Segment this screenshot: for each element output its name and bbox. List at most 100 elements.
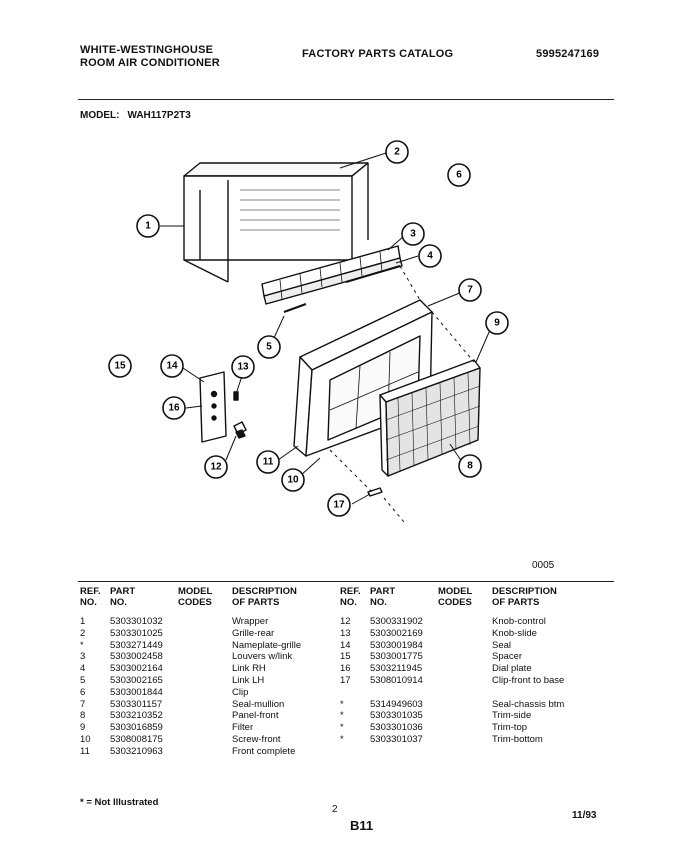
description-cell: Seal [492, 639, 512, 651]
model-codes-cell [178, 710, 232, 722]
svg-text:10: 10 [287, 475, 299, 486]
description-cell [492, 687, 600, 699]
part-number-cell: 5303301025 [110, 627, 163, 639]
part-number-cell: 5303002458 [110, 651, 163, 663]
description-cell: Seal-mullion [232, 698, 285, 710]
part-number-cell: 5314949603 [370, 698, 423, 710]
callout-11: 11 [256, 450, 280, 474]
callout-14: 14 [160, 354, 184, 378]
description-cell: Clip-front to base [492, 674, 565, 686]
ref-header: REF.NO. [80, 586, 101, 608]
part-number-cell: 5303210963 [110, 745, 163, 757]
part-number-cell: 5303002165 [110, 674, 163, 686]
description-cell: Front complete [232, 745, 296, 757]
ref-cell: 4 [80, 663, 86, 675]
description-cell: Clip [232, 686, 249, 698]
callout-7: 7 [458, 278, 482, 302]
part-number-cell: 5303211945 [370, 663, 423, 675]
description-cell: Seal-chassis btm [492, 698, 565, 710]
svg-text:16: 16 [168, 403, 180, 414]
description-cell: Knob-slide [492, 627, 537, 639]
part-number-cell: 5303001984 [370, 639, 423, 651]
part-number-cell: 5303271449 [110, 639, 163, 651]
ref-cell: 12 [340, 616, 351, 627]
ref-cell: 2 [80, 627, 86, 639]
ref-cell: 16 [340, 663, 351, 675]
svg-text:1: 1 [145, 221, 151, 232]
model-codes-cell [438, 699, 492, 711]
model-codes-cell [178, 663, 232, 675]
diagram-code: 0005 [532, 560, 555, 571]
description-cell: Nameplate-grille [232, 639, 302, 651]
svg-text:12: 12 [210, 462, 222, 473]
ref-cell: * [340, 733, 344, 745]
part-number-cell: 5303301037 [370, 733, 423, 745]
header-rule [78, 99, 614, 100]
model-codes-cell [178, 640, 232, 652]
description-cell: Trim-bottom [492, 733, 543, 745]
callout-3: 3 [401, 222, 425, 246]
callout-9: 9 [485, 311, 509, 335]
model-codes-cell [178, 651, 232, 663]
exploded-diagram: 1 2 3 4 5 6 7 8 9 10 11 12 13 14 15 16 1… [108, 140, 509, 523]
callout-5: 5 [257, 335, 281, 359]
model-codes-cell [438, 651, 492, 663]
description-cell: Screw-front [232, 733, 281, 745]
model-codes-cell [178, 687, 232, 699]
part-number-cell: 5303210352 [110, 710, 163, 722]
model-codes-cell [438, 734, 492, 746]
description-cell: Louvers w/link [232, 651, 293, 663]
part-number-cell: 5303002169 [370, 627, 423, 639]
ref-cell: 15 [340, 651, 351, 663]
part-number-cell: 5303301157 [110, 698, 163, 710]
model-codes-cell [438, 722, 492, 734]
ref-cell: 10 [80, 733, 91, 745]
model-codes-cell [178, 675, 232, 687]
part-number-cell: 5303301032 [110, 616, 163, 627]
description-cell: Trim-top [492, 722, 528, 734]
table-row [340, 687, 600, 699]
model-codes-cell [178, 722, 232, 734]
catalog-title: FACTORY PARTS CATALOG [302, 48, 454, 60]
model-codes-cell [178, 616, 232, 628]
svg-text:9: 9 [494, 318, 500, 329]
description-cell: Link RH [232, 663, 266, 675]
ref-cell: 9 [80, 722, 86, 734]
catalog-number: 5995247169 [536, 48, 600, 60]
part-number-cell [370, 687, 438, 699]
model-codes-cell [178, 628, 232, 640]
section-code: B11 [350, 818, 374, 833]
model-number: WAH117P2T3 [127, 110, 191, 121]
model-codes-cell [178, 734, 232, 746]
description-cell: Grille-rear [232, 627, 275, 639]
ref-cell [340, 687, 370, 699]
page-number: 2 [332, 804, 338, 815]
ref-cell: * [340, 698, 344, 710]
svg-text:17: 17 [333, 500, 345, 511]
catalog-date: 11/93 [572, 810, 597, 821]
part-number-cell: 5308008175 [110, 733, 163, 745]
description-cell: Spacer [492, 651, 523, 663]
part-number-cell: 5300331902 [370, 616, 423, 627]
callout-4: 4 [418, 244, 442, 268]
model-codes-cell [178, 699, 232, 711]
